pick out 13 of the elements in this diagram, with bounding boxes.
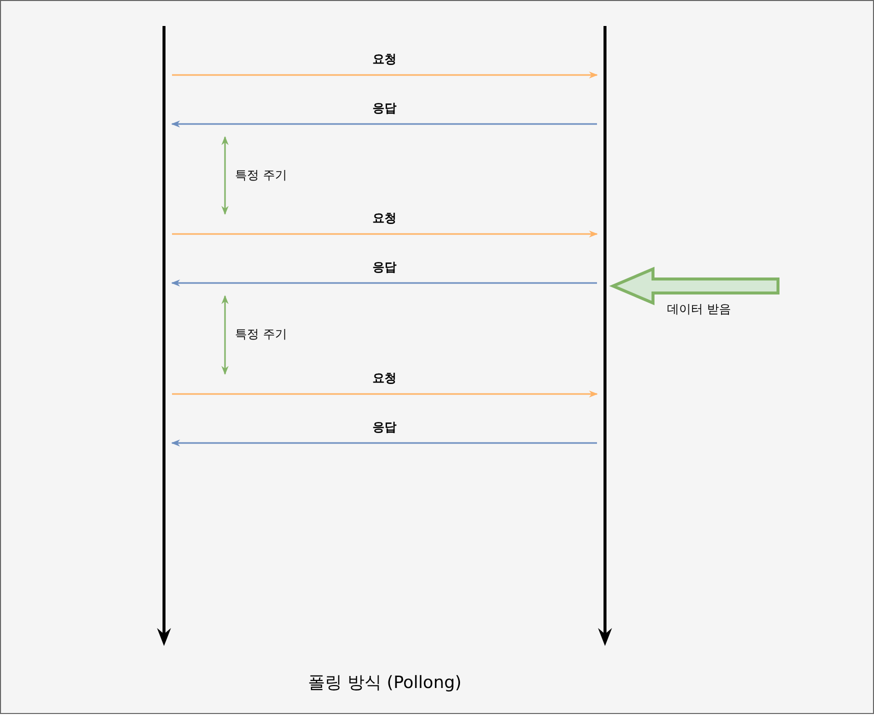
message-arrow bbox=[172, 71, 598, 79]
edge-label: 응답 bbox=[370, 419, 398, 436]
edge-label: 데이터 받음 bbox=[665, 301, 733, 318]
lifeline-arrow bbox=[156, 26, 172, 646]
message-arrow bbox=[171, 279, 597, 287]
edge-label: 응답 bbox=[370, 259, 398, 276]
edge-label: 응답 bbox=[370, 100, 398, 117]
message-arrow bbox=[172, 230, 598, 238]
message-arrow bbox=[172, 390, 598, 398]
message-arrow bbox=[171, 439, 597, 447]
block-arrow bbox=[612, 266, 780, 306]
lifeline-arrow bbox=[597, 26, 613, 646]
message-arrow bbox=[171, 120, 597, 128]
